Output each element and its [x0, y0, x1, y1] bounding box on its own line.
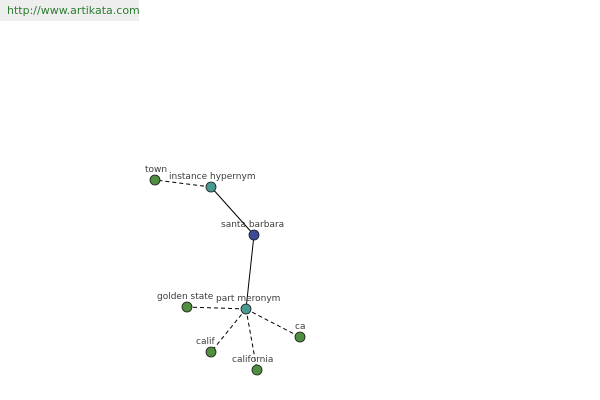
graph-node-label: california [232, 355, 273, 365]
graph-node-label: town [145, 165, 167, 175]
graph-edge-part-meronym-to-calif [210, 308, 247, 353]
graph-node-santa-barbara[interactable]: santa barbara [221, 220, 284, 241]
graph-node-marker[interactable] [149, 174, 161, 186]
graph-node-marker[interactable] [248, 229, 260, 241]
graph-node-marker[interactable] [240, 303, 252, 315]
graph-node-calif[interactable]: calif [196, 337, 217, 358]
graph-node-marker[interactable] [251, 364, 263, 376]
graph-node-california[interactable]: california [232, 355, 273, 376]
graph-node-marker[interactable] [294, 331, 306, 343]
site-url-link[interactable]: http://www.artikata.com [0, 0, 140, 21]
graph-node-golden-state[interactable]: golden state [157, 292, 214, 313]
graph-edges [154, 179, 301, 371]
graph-node-label: santa barbara [221, 220, 284, 230]
graph-node-label: calif [196, 337, 215, 347]
graph-node-label: instance hypernym [169, 172, 256, 182]
graph-edge-part-meronym-to-golden-state [186, 306, 247, 310]
graph-edge-instance-hypernym-to-town [154, 179, 212, 188]
graph-node-marker[interactable] [181, 301, 193, 313]
graph-node-part-meronym[interactable]: part meronym [216, 294, 280, 315]
graph-node-marker[interactable] [205, 346, 217, 358]
graph-node-ca[interactable]: ca [294, 322, 306, 343]
graph-node-marker[interactable] [205, 181, 217, 193]
graph-node-label: part meronym [216, 294, 280, 304]
graph-node-label: golden state [157, 292, 214, 302]
graph-edge-santa-barbara-to-instance-hypernym [210, 186, 255, 236]
graph-nodes: santa barbara instance hypernym part meron… [145, 165, 306, 376]
graph-edge-santa-barbara-to-part-meronym [245, 234, 255, 310]
graph-edge-part-meronym-to-california [245, 308, 258, 371]
graph-node-label: ca [295, 322, 305, 332]
graph-edge-part-meronym-to-ca [245, 308, 301, 338]
graph-node-town[interactable]: town [145, 165, 167, 186]
graph-node-instance-hypernym[interactable]: instance hypernym [169, 172, 256, 193]
